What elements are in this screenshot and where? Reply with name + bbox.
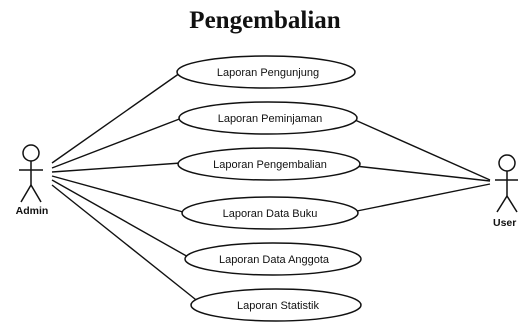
actor-label: User xyxy=(493,217,516,229)
use-case-ellipse xyxy=(176,55,356,89)
use-case-ellipse xyxy=(190,288,362,322)
association-admin-pengunjung xyxy=(51,72,181,164)
association-user-pengembalian xyxy=(354,165,491,182)
use-case-pengunjung: Laporan Pengunjung xyxy=(176,55,356,89)
use-case-statistik: Laporan Statistik xyxy=(190,288,362,322)
actor-label: Admin xyxy=(16,205,49,217)
actor-admin: Admin xyxy=(16,144,49,217)
use-case-label: Laporan Data Buku xyxy=(223,208,318,220)
association-admin-peminjaman xyxy=(51,117,183,169)
use-case-data-buku: Laporan Data Buku xyxy=(181,196,359,230)
use-case-data-anggota: Laporan Data Anggota xyxy=(184,242,362,276)
use-case-ellipse xyxy=(177,147,361,181)
association-user-peminjaman xyxy=(354,119,491,181)
use-case-label: Laporan Pengunjung xyxy=(217,67,319,79)
diagram-title: Pengembalian xyxy=(189,7,340,34)
use-case-pengembalian: Laporan Pengembalian xyxy=(177,147,361,181)
association-admin-data-buku xyxy=(51,175,184,213)
use-case-peminjaman: Laporan Peminjaman xyxy=(178,101,358,135)
association-admin-statistik xyxy=(51,184,201,304)
association-admin-data-anggota xyxy=(51,179,191,259)
stick-figure-icon xyxy=(495,154,518,213)
use-case-label: Laporan Pengembalian xyxy=(213,159,327,171)
use-case-ellipse xyxy=(181,196,359,230)
use-case-label: Laporan Statistik xyxy=(237,300,319,312)
actor-user: User xyxy=(493,154,518,229)
use-case-ellipse xyxy=(178,101,358,135)
association-user-data-buku xyxy=(351,183,491,213)
use-case-label: Laporan Peminjaman xyxy=(218,113,323,125)
use-case-label: Laporan Data Anggota xyxy=(219,254,330,266)
use-case-ellipse xyxy=(184,242,362,276)
stick-figure-icon xyxy=(19,144,43,203)
associations xyxy=(51,72,491,304)
association-admin-pengembalian xyxy=(51,162,182,173)
